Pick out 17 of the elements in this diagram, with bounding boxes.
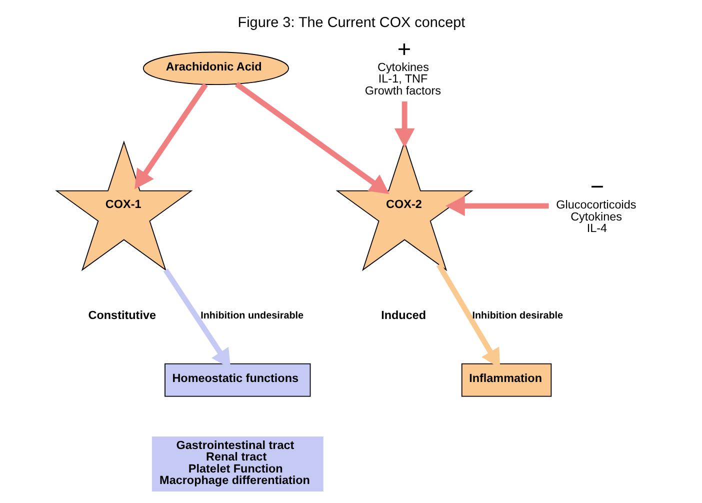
arrow (445, 196, 548, 216)
node-label: Induced (380, 309, 426, 322)
edge-label: Inhibition undesirable (200, 310, 304, 322)
node-box: Gastrointestinal tract Renal tract Platelet Function Macrophage differentiation (151, 436, 323, 492)
node-box: Homeostatic functions (164, 363, 310, 397)
node-label: + (396, 36, 411, 62)
edge-label: Inhibition desirable (472, 310, 563, 322)
arrow (134, 83, 208, 190)
node-text: Glucocorticoids Cytokines IL-4 (556, 198, 636, 236)
node-ellipse: Arachidonic Acid (142, 52, 289, 86)
arrow (234, 82, 389, 194)
diagram-title: Figure 3: The Current COX concept (237, 15, 465, 32)
node-text: Cytokines IL-1, TNF Growth factors (364, 60, 441, 98)
node-label: − (590, 173, 604, 200)
node-label: Constitutive (88, 309, 156, 322)
node-box: Inflammation (460, 363, 552, 397)
arrow (394, 101, 414, 148)
